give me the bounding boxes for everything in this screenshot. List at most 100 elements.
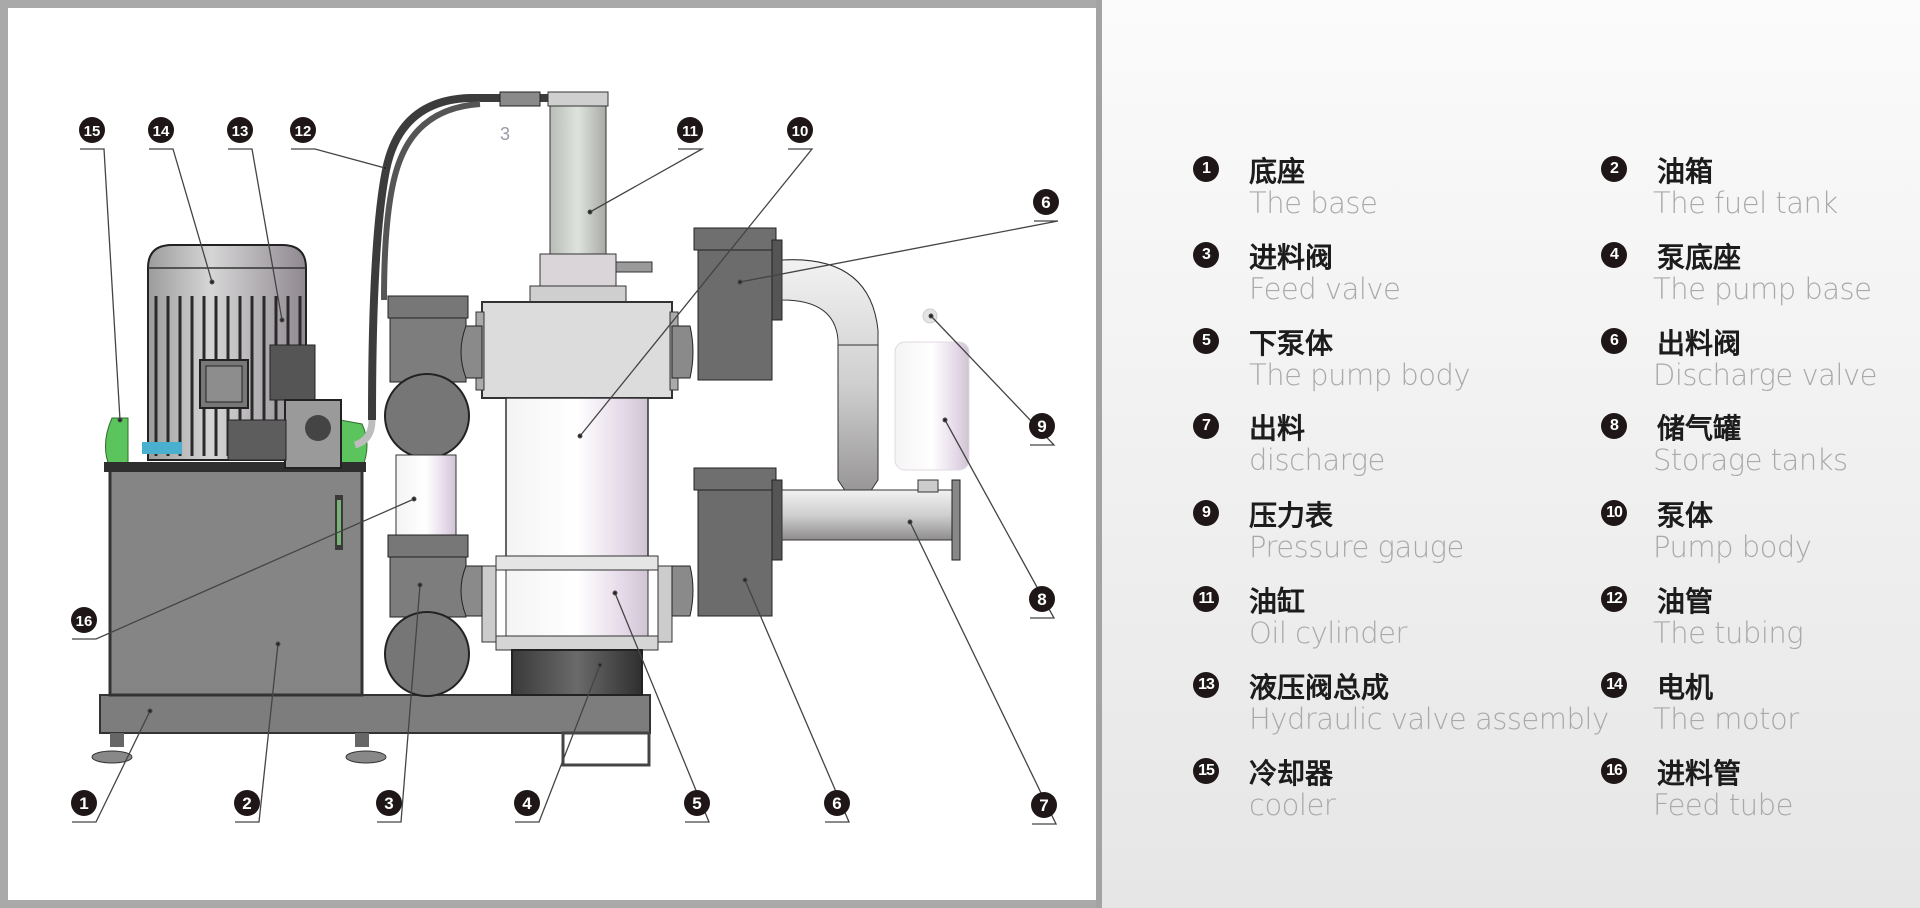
callout-badge: 15 — [79, 117, 105, 143]
legend-number-badge: 9 — [1193, 500, 1219, 526]
callout-number: 2 — [242, 794, 251, 813]
callout-number: 16 — [76, 613, 93, 630]
storage-tank — [894, 341, 970, 471]
legend-number-badge: 4 — [1601, 242, 1627, 268]
leader-line — [235, 643, 279, 823]
legend-chinese-label: 电机 — [1657, 671, 1714, 704]
callout-badge: 16 — [71, 607, 97, 633]
callout-badge: 4 — [514, 790, 540, 816]
legend-chinese-label: 储气罐 — [1657, 412, 1742, 445]
leader-anchor-dot — [612, 590, 618, 596]
legend-chinese-label: 泵底座 — [1657, 241, 1742, 274]
callout-circle — [1029, 586, 1055, 612]
callout-badge: 10 — [787, 117, 813, 143]
leader-anchor-dot — [411, 496, 417, 502]
upper-pump-chamber — [475, 301, 679, 399]
leader-anchor-dot — [577, 433, 583, 439]
leader-anchor-dot — [942, 417, 948, 423]
pump-body — [505, 397, 649, 571]
legend-english-label: Hydraulic valve assembly — [1249, 702, 1609, 736]
callout-number: 10 — [792, 123, 809, 140]
legend-number-badge: 12 — [1601, 586, 1627, 612]
legend-chinese-label: 进料阀 — [1249, 241, 1334, 274]
callout-number: 15 — [84, 123, 101, 140]
callout-circle — [79, 117, 105, 143]
base-frame — [91, 694, 651, 767]
leader-anchor-dot — [209, 279, 215, 285]
callout-circle — [290, 117, 316, 143]
leader-line — [930, 315, 1056, 446]
oil-tubing — [353, 91, 550, 449]
callout-number: 9 — [1037, 417, 1046, 436]
legend-english-label: The motor — [1653, 702, 1799, 736]
legend-chinese-label: 冷却器 — [1249, 757, 1334, 790]
legend-english-label: Feed valve — [1249, 272, 1401, 306]
callout-circle — [824, 790, 850, 816]
callout-circle — [376, 790, 402, 816]
oil-cylinder — [529, 91, 653, 303]
legend-english-label: Pressure gauge — [1249, 530, 1464, 564]
callout-number: 6 — [832, 794, 841, 813]
legend-number-badge: 3 — [1193, 242, 1219, 268]
legend-number-badge: 2 — [1601, 156, 1627, 182]
legend-english-label: The base — [1249, 186, 1378, 220]
legend-chinese-label: 出料阀 — [1657, 327, 1742, 360]
legend-number-badge: 8 — [1601, 413, 1627, 439]
leader-anchor-dot — [147, 708, 153, 714]
callout-circle — [234, 790, 260, 816]
leader-anchor-dot — [737, 279, 743, 285]
legend-number-badge: 11 — [1193, 586, 1219, 612]
legend-english-label: The fuel tank — [1653, 186, 1838, 220]
legend-number-badge: 10 — [1601, 500, 1627, 526]
discharge-pipe — [781, 259, 961, 561]
leader-lines — [72, 148, 1059, 825]
leader-line — [228, 148, 283, 321]
callout-badge: 9 — [1029, 413, 1055, 439]
leader-line — [589, 148, 705, 213]
leader-line — [744, 579, 850, 823]
callout-circle — [677, 117, 703, 143]
cooler — [104, 417, 368, 472]
legend-english-label: Oil cylinder — [1249, 616, 1407, 650]
callout-badge: 6 — [824, 790, 850, 816]
callout-circle — [71, 790, 97, 816]
discharge-valve-lower — [671, 467, 783, 617]
leader-line — [72, 498, 415, 640]
legend-english-label: Discharge valve — [1653, 358, 1877, 392]
leader-anchor-dot — [382, 165, 388, 171]
leader-line — [80, 148, 121, 421]
callout-number: 6 — [1041, 193, 1050, 212]
leader-line — [515, 664, 601, 823]
leader-anchor-dot — [597, 662, 603, 668]
callout-badge: 13 — [227, 117, 253, 143]
feed-valve-upper — [384, 295, 483, 459]
leader-anchor-dot — [279, 317, 285, 323]
leader-line — [739, 220, 1059, 283]
legend-english-label: cooler — [1249, 788, 1336, 822]
callout-circle — [514, 790, 540, 816]
hydraulic-valve-assembly — [142, 344, 342, 469]
callout-number: 13 — [232, 123, 249, 140]
legend-english-label: The tubing — [1653, 616, 1804, 650]
legend-number-badge: 5 — [1193, 328, 1219, 354]
leader-line — [909, 521, 1058, 825]
legend-number-badge: 15 — [1193, 758, 1219, 784]
callout-circle — [148, 117, 174, 143]
discharge-valve-upper — [671, 227, 783, 381]
callout-badge: 2 — [234, 790, 260, 816]
legend-chinese-label: 油管 — [1657, 585, 1714, 618]
callout-number: 11 — [682, 123, 698, 140]
legend-chinese-label: 下泵体 — [1249, 327, 1334, 360]
oil-tank — [108, 468, 364, 697]
leader-line — [614, 592, 710, 823]
